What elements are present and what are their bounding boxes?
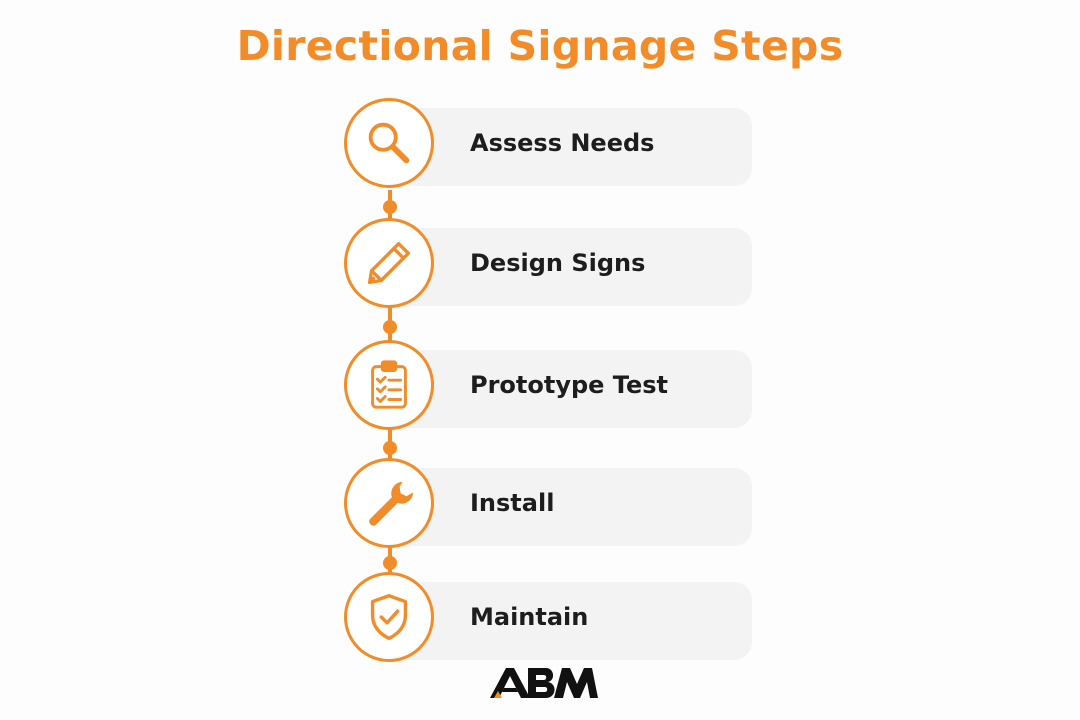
step-prototype-test: Prototype Test [340, 340, 760, 430]
connector-dot [383, 200, 397, 214]
step-assess-needs: Assess Needs [340, 98, 760, 188]
step-label: Design Signs [470, 249, 646, 277]
connector-dot [383, 441, 397, 455]
step-icon-circle [344, 218, 434, 308]
step-card [390, 350, 752, 428]
step-icon-circle [344, 458, 434, 548]
step-maintain: Maintain [340, 572, 760, 662]
shield-check-icon [370, 594, 408, 640]
step-label: Maintain [470, 603, 589, 631]
step-label: Install [470, 489, 555, 517]
step-label: Assess Needs [470, 129, 655, 157]
step-label: Prototype Test [470, 371, 669, 399]
step-design-signs: Design Signs [340, 218, 760, 308]
step-install: Install [340, 458, 760, 548]
wrench-icon [369, 481, 414, 526]
pencil-icon [367, 241, 411, 285]
step-icon-circle [344, 340, 434, 430]
step-card [390, 108, 752, 186]
connector-dot [383, 320, 397, 334]
step-card [390, 582, 752, 660]
step-icon-circle [344, 572, 434, 662]
abm-logo [490, 668, 598, 698]
step-icon-circle [344, 98, 434, 188]
clipboard-checklist-icon [371, 360, 407, 409]
magnifier-icon [368, 122, 410, 164]
step-card [390, 468, 752, 546]
step-card [390, 228, 752, 306]
diagram-title: Directional Signage Steps [236, 22, 844, 70]
connector-dot [383, 556, 397, 570]
